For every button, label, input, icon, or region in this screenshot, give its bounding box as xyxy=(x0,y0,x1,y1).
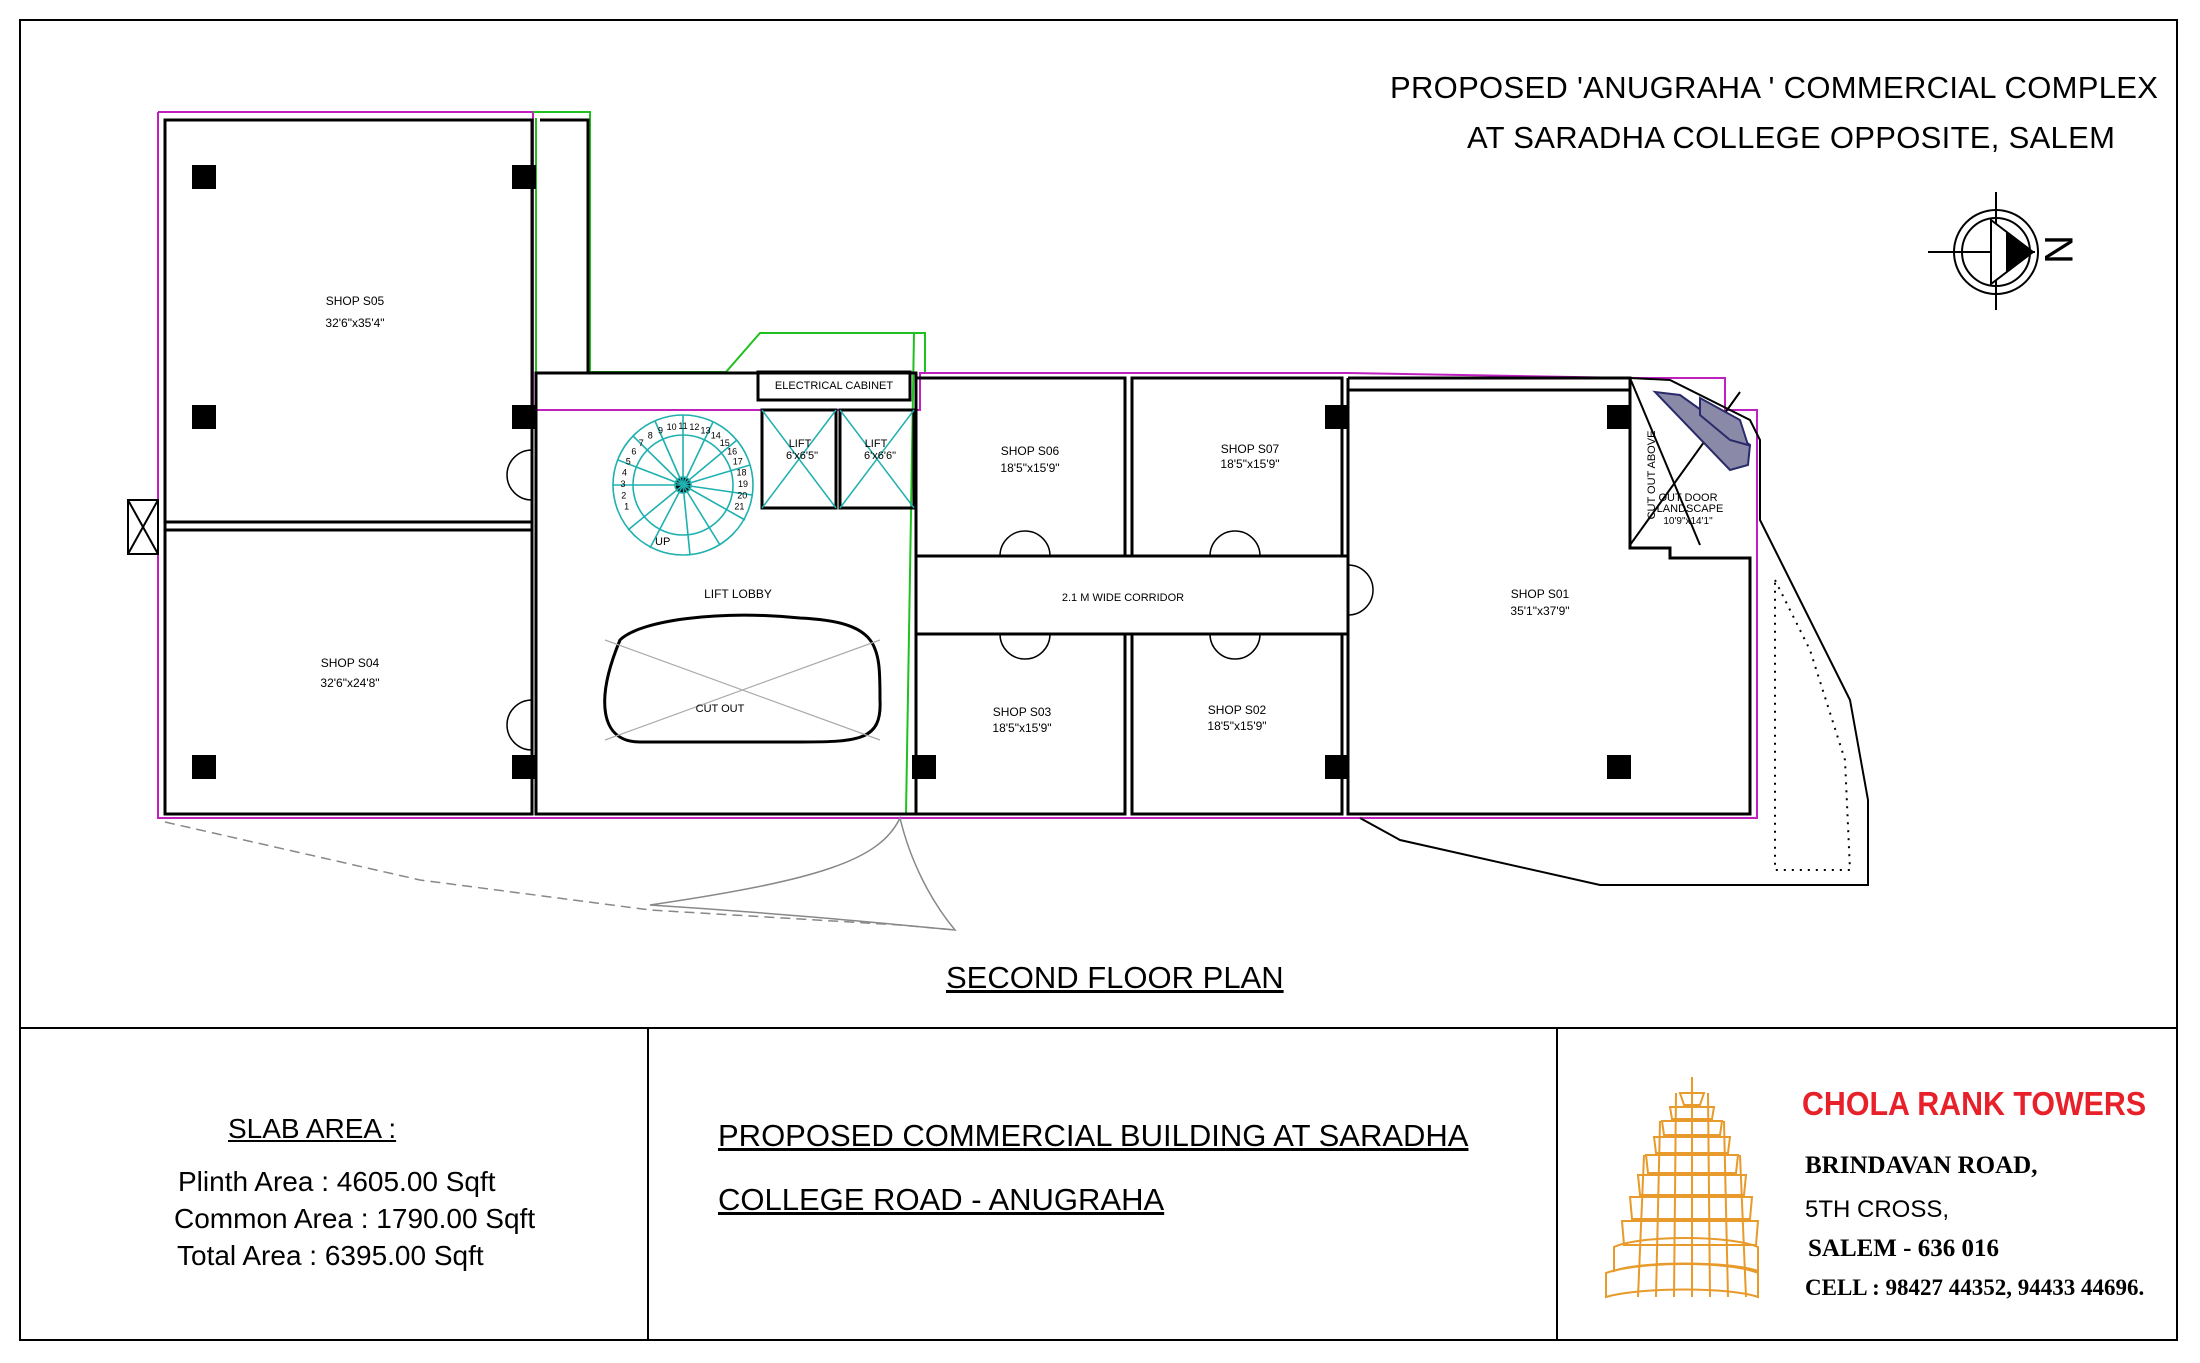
project-title-line1: PROPOSED 'ANUGRAHA ' COMMERCIAL COMPLEX xyxy=(1390,70,2159,105)
shop-s02-size: 18'5"x15'9" xyxy=(1207,719,1266,733)
stair-step-number: 13 xyxy=(700,425,710,435)
lobby-cut-out xyxy=(603,613,882,744)
shop-s05-name: SHOP S05 xyxy=(326,294,385,308)
ramp-outline xyxy=(164,821,956,931)
company-address-line3: SALEM - 636 016 xyxy=(1808,1235,1999,1262)
plinth-area: Plinth Area : 4605.00 Sqft xyxy=(178,1166,496,1197)
shop-s05-size: 32'6"x35'4" xyxy=(325,316,384,330)
project-desc-line2: COLLEGE ROAD - ANUGRAHA xyxy=(718,1182,1165,1217)
stair-step-number: 2 xyxy=(621,490,626,500)
stair-step-number: 19 xyxy=(738,479,748,489)
cut-out-label: CUT OUT xyxy=(696,703,745,715)
shop-s01-name: SHOP S01 xyxy=(1511,587,1570,601)
lift-shafts xyxy=(761,409,915,509)
drawing-frame xyxy=(19,19,2178,1341)
side-steps xyxy=(127,499,159,555)
title-block-rule-1 xyxy=(647,1027,649,1341)
project-title-line2: AT SARADHA COLLEGE OPPOSITE, SALEM xyxy=(1467,120,2116,155)
shop-s04-size: 32'6"x24'8" xyxy=(320,676,379,690)
stair-up-label: UP xyxy=(655,536,670,548)
site-boundary xyxy=(157,111,1758,819)
stair-step-number: 6 xyxy=(631,447,636,457)
common-area: Common Area : 1790.00 Sqft xyxy=(174,1203,536,1234)
stair-step-number: 12 xyxy=(689,422,699,432)
company-cell: CELL : 98427 44352, 94433 44696. xyxy=(1805,1275,2145,1300)
stair-step-number: 20 xyxy=(737,490,747,500)
stair-step-number: 8 xyxy=(648,431,653,441)
shop-s04-name: SHOP S04 xyxy=(321,656,380,670)
landscape-area xyxy=(1359,377,1869,886)
stair-step-number: 15 xyxy=(720,438,730,448)
stair-step-number: 4 xyxy=(622,468,627,478)
outdoor-landscape-size: 10'9"x14'1" xyxy=(1663,516,1713,527)
title-block-rule-2 xyxy=(1556,1027,1558,1341)
total-area: Total Area : 6395.00 Sqft xyxy=(177,1240,484,1271)
temple-tower-logo-icon xyxy=(1605,1077,1760,1299)
north-arrow-icon: N xyxy=(1928,192,2080,310)
lift1-size: 6'x6'5" xyxy=(786,450,818,462)
structural-columns xyxy=(192,165,1631,779)
floor-plan: UP xyxy=(127,111,1869,931)
shop-s06-name: SHOP S06 xyxy=(1001,444,1060,458)
walls xyxy=(163,118,1752,816)
spiral-staircase xyxy=(612,414,754,556)
plan-title: SECOND FLOOR PLAN xyxy=(946,960,1284,995)
cut-out-above-label: CUT OUT ABOVE xyxy=(1646,431,1658,520)
stair-step-number: 18 xyxy=(736,468,746,478)
stair-step-number: 3 xyxy=(620,479,625,489)
stair-step-number: 1 xyxy=(624,502,629,512)
shop-s07-size: 18'5"x15'9" xyxy=(1220,457,1279,471)
stair-step-number: 21 xyxy=(734,502,744,512)
corridor-label: 2.1 M WIDE CORRIDOR xyxy=(1062,592,1184,604)
shop-s03-name: SHOP S03 xyxy=(993,705,1052,719)
lift-lobby-label: LIFT LOBBY xyxy=(704,587,772,601)
shop-s06-size: 18'5"x15'9" xyxy=(1000,461,1059,475)
lift2-size: 6'x6'6" xyxy=(864,450,896,462)
stair-step-number: 11 xyxy=(678,421,687,431)
slab-area-heading: SLAB AREA : xyxy=(228,1113,397,1144)
lift1-label: LIFT xyxy=(789,438,812,450)
project-desc-line1: PROPOSED COMMERCIAL BUILDING AT SARADHA xyxy=(718,1118,1469,1153)
doors xyxy=(506,449,1374,751)
company-address-line2: 5TH CROSS, xyxy=(1805,1196,1950,1223)
company-name: CHOLA RANK TOWERS xyxy=(1802,1085,2147,1122)
shop-s02-name: SHOP S02 xyxy=(1208,703,1267,717)
lift2-label: LIFT xyxy=(865,438,888,450)
company-address-line1: BRINDAVAN ROAD, xyxy=(1805,1152,2038,1179)
electrical-cabinet-label: ELECTRICAL CABINET xyxy=(775,380,893,392)
stair-step-number: 14 xyxy=(711,431,721,441)
stair-step-number: 16 xyxy=(727,447,737,457)
outdoor-landscape-label1: OUT DOOR xyxy=(1658,492,1717,504)
stair-step-number: 5 xyxy=(626,457,631,467)
stair-step-number: 7 xyxy=(639,438,644,448)
stair-step-number: 9 xyxy=(658,425,663,435)
shop-s01-size: 35'1"x37'9" xyxy=(1510,604,1569,618)
north-label: N xyxy=(2036,235,2080,264)
stair-step-number: 17 xyxy=(733,457,743,467)
title-block-divider xyxy=(19,1027,2178,1029)
stair-step-number: 10 xyxy=(667,422,677,432)
entrance-ramp xyxy=(649,815,957,931)
outdoor-landscape-label2: LANDSCAPE xyxy=(1657,503,1724,515)
shop-s03-size: 18'5"x15'9" xyxy=(992,721,1051,735)
shop-s07-name: SHOP S07 xyxy=(1221,442,1280,456)
